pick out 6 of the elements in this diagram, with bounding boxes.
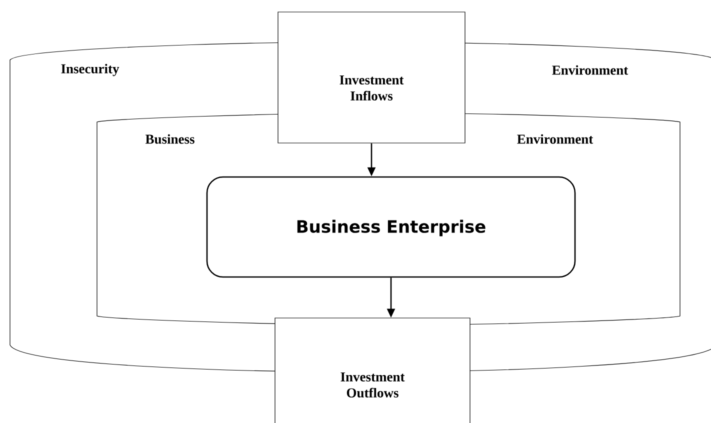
band-label: Environment [552,65,628,75]
band-label: Environment [517,134,594,144]
rounded-box: Business Enterprise [206,176,576,278]
band-label: Business [145,134,194,144]
band-label: Insecurity [61,64,120,76]
square-box: Investment Inflows [278,12,466,144]
